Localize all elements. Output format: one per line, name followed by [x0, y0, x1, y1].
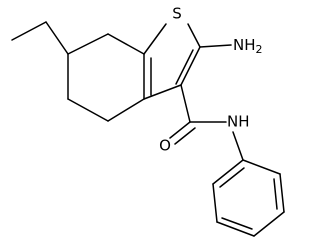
sulfur-label: S	[172, 5, 182, 23]
bond-carbonyl-o	[169, 121, 191, 139]
amino-label-subscript: 2	[256, 43, 263, 56]
bond-c2-n	[199, 44, 232, 48]
carbonyl-oxygen-label: O	[159, 137, 171, 155]
bond-ph-c6-c1	[212, 159, 244, 185]
molecule-structure: S NH2 O NH	[11, 5, 285, 237]
amino-label: NH2	[233, 36, 263, 57]
bond-c7a-s	[143, 23, 167, 55]
bond-c7-c7a	[107, 33, 145, 55]
bond-ethyl-ch2	[45, 21, 69, 55]
bond-ph-c2-c3-double	[273, 178, 278, 210]
bond-carbonyl-o-double	[174, 127, 196, 145]
amide-nh-label: NH	[227, 113, 250, 131]
bond-c6-c7	[67, 33, 109, 55]
bond-c2-c3-double	[175, 49, 194, 85]
bond-ethyl-ch3	[11, 21, 47, 41]
bond-ph-c6-c1-double	[219, 167, 245, 188]
bond-ph-c3-c4	[253, 211, 285, 237]
bond-ph-c2-c3	[279, 173, 285, 213]
bond-ph-c4-c5-double	[221, 217, 253, 230]
bond-ph-c4-c5	[216, 221, 255, 237]
bond-c4-c3a	[107, 98, 145, 122]
bond-n-phenyl	[232, 131, 244, 161]
bond-c2-c3	[180, 46, 201, 86]
bond-c3-c3a	[143, 84, 182, 100]
bond-c3-carbonyl	[180, 84, 191, 123]
amino-label-main: NH	[233, 36, 256, 54]
bond-s-c2	[187, 23, 201, 48]
bond-ph-c5-c6	[212, 183, 218, 223]
bond-c5-c4	[67, 98, 109, 122]
bond-ph-c1-c2	[242, 159, 281, 175]
